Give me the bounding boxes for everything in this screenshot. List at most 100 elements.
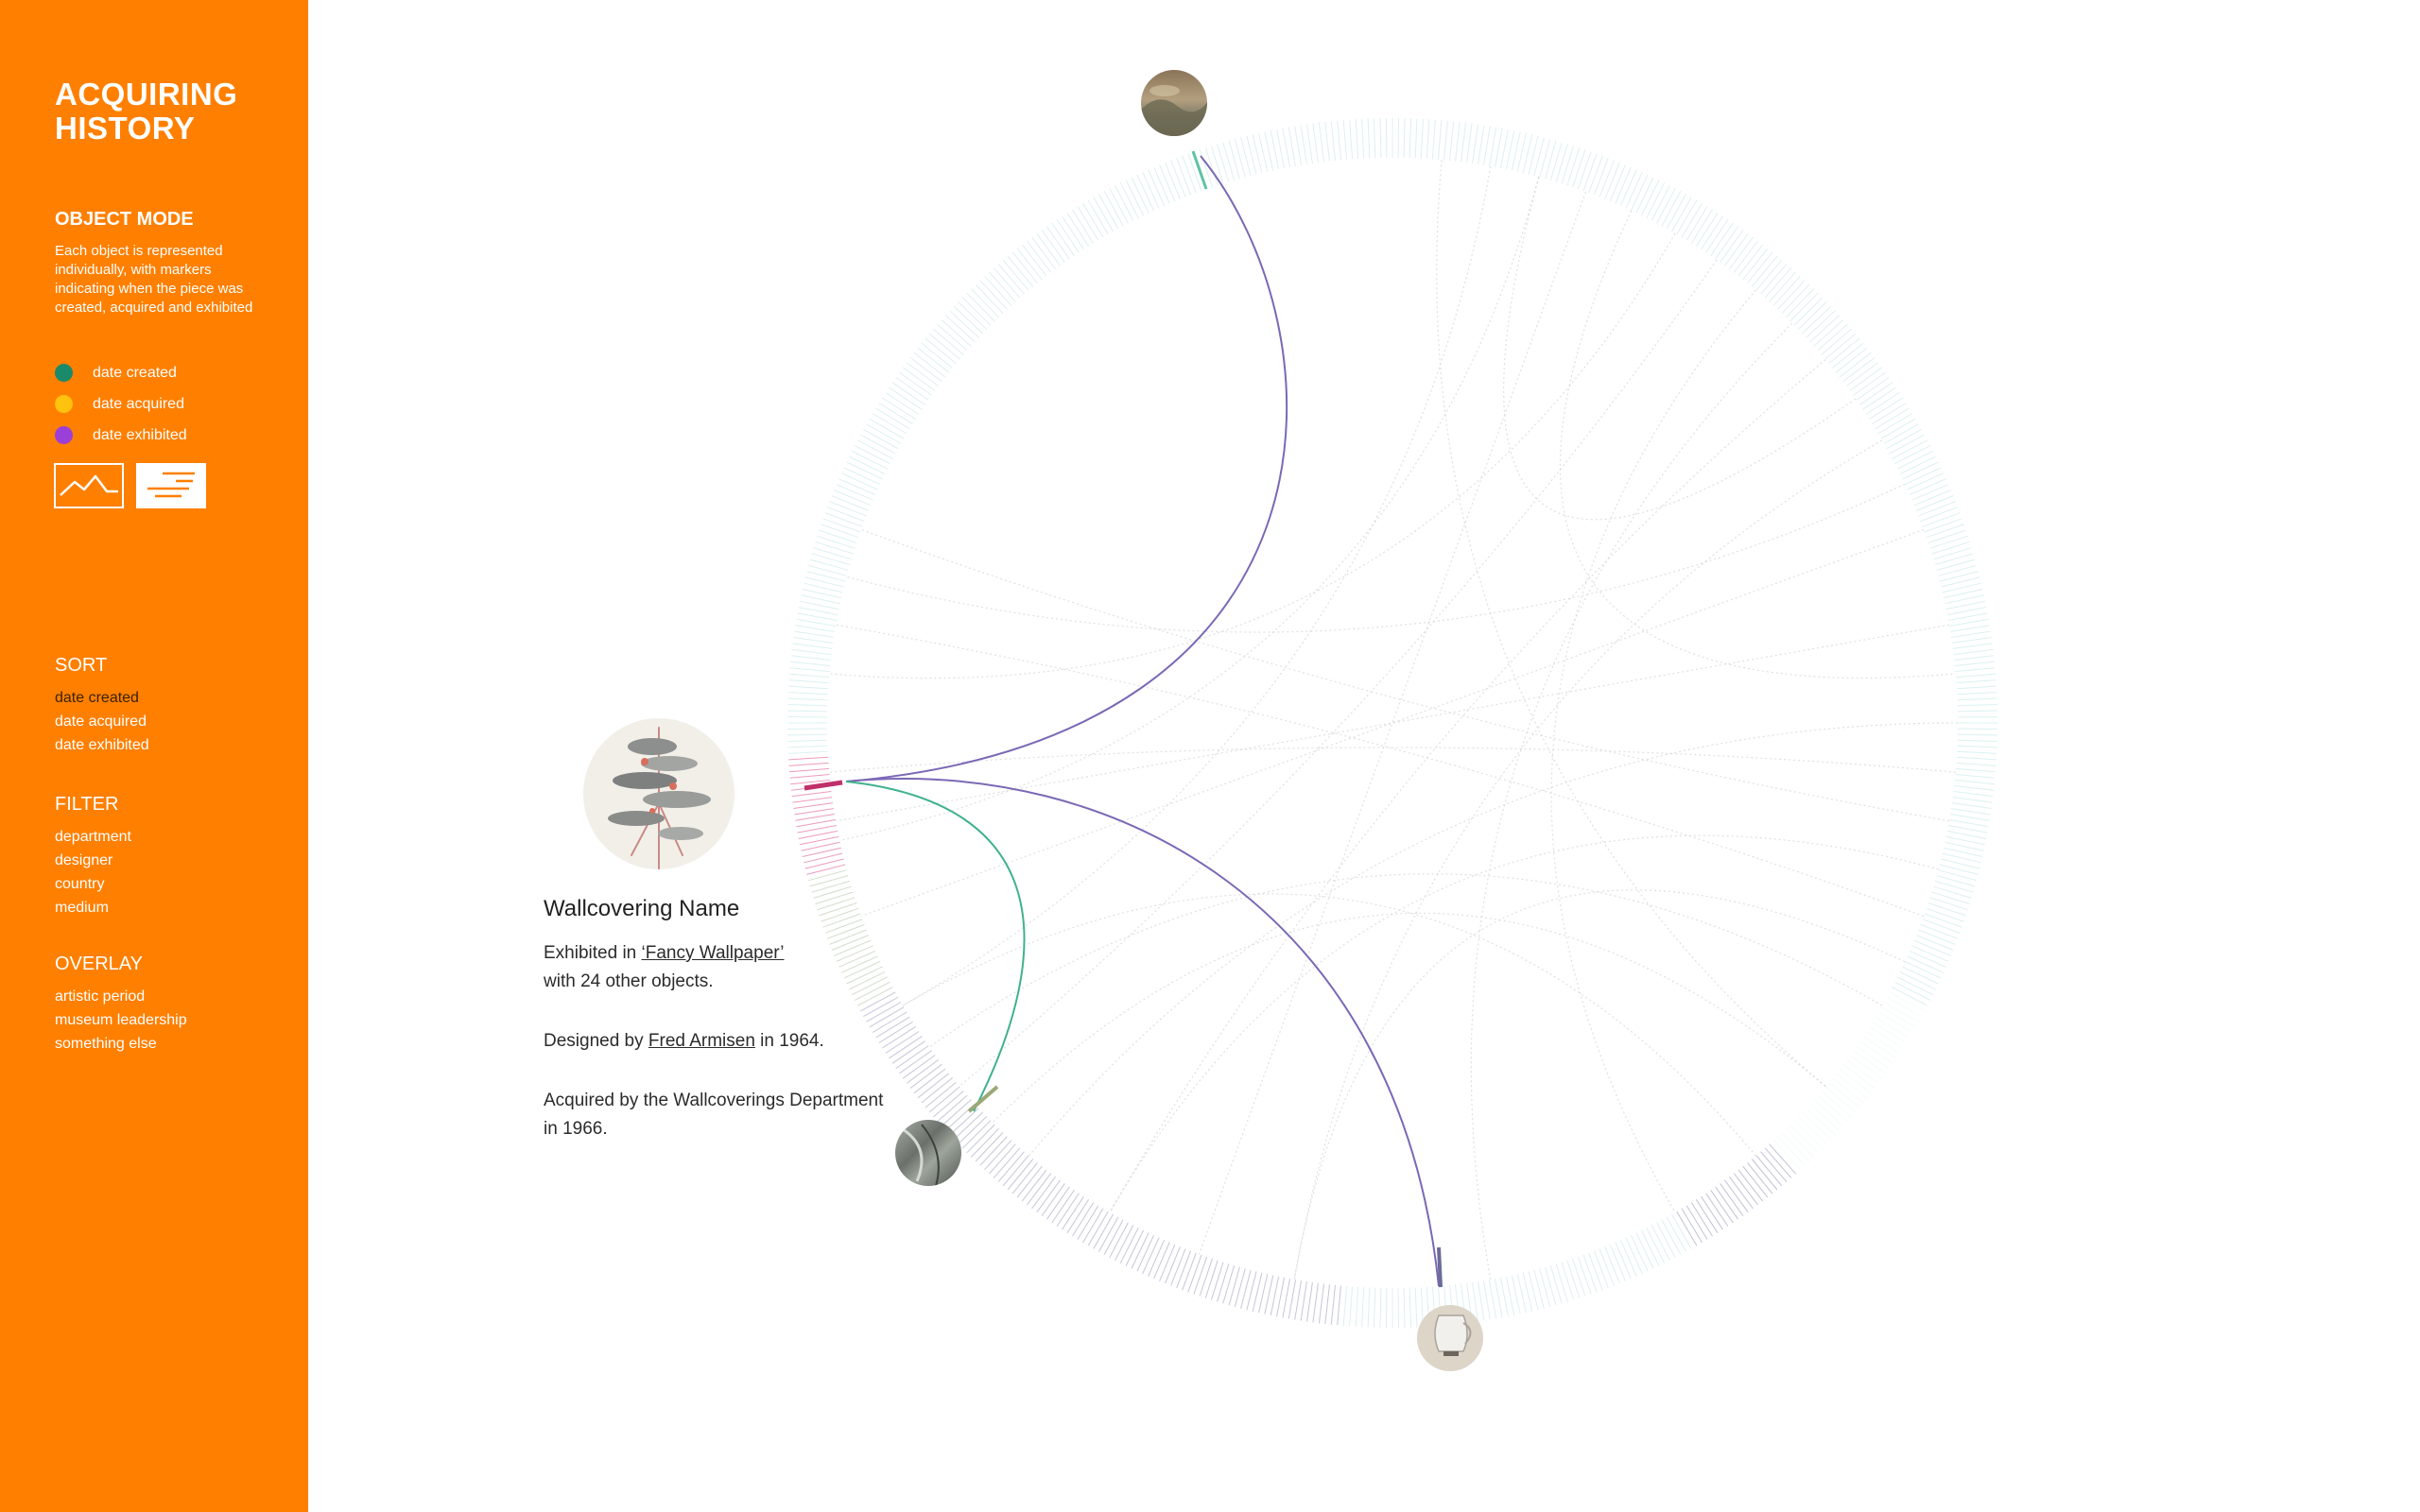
filter-option-country[interactable]: country [55,876,105,892]
object-tick [1240,1269,1252,1309]
background-connection [902,165,1492,1006]
object-tick [909,1063,942,1089]
object-tick [1894,981,1931,1001]
object-tick [1367,118,1371,159]
background-connection [835,624,1925,918]
linked-object-mark-left[interactable] [967,1085,999,1113]
filter-option-department[interactable]: department [55,829,131,845]
object-tick [1777,280,1806,310]
object-tick [1379,1287,1382,1328]
exhibition-connection-bottom[interactable] [845,778,1440,1287]
marble-object-thumbnail[interactable] [895,1120,961,1186]
object-tick [899,1050,932,1074]
wallcovering-tree-thumbnail[interactable] [583,718,735,869]
object-tick [885,392,920,415]
object-tick [875,1016,910,1039]
object-tick [1904,960,1942,979]
object-tick [1170,1248,1186,1286]
object-tick [1588,1252,1603,1291]
object-tick [928,1086,960,1113]
selected-object-mark[interactable] [804,780,843,791]
object-tick [1661,191,1682,227]
object-tick [854,981,890,1001]
object-tick [1619,1239,1637,1277]
object-tick [1922,919,1961,934]
object-tick [860,434,896,455]
object-tick [1355,1286,1359,1327]
date-created-dot-icon [55,364,73,382]
object-tick [1666,1216,1687,1252]
object-tick [1880,1006,1916,1028]
overlay-option-something-else[interactable]: something else [55,1036,157,1052]
object-tick [1572,149,1586,188]
object-tick [941,319,972,347]
object-tick [1072,1202,1095,1237]
object-tick [809,875,849,887]
object-tick [1495,1279,1503,1318]
object-tick [1142,1237,1160,1275]
object-tick [1944,847,1983,857]
object-tick [1728,236,1754,270]
object-tick [1924,518,1962,533]
object-tick [1892,439,1928,459]
exhibition-link[interactable]: ‘Fancy Wallpaper’ [641,943,785,963]
object-tick [1764,1147,1792,1178]
filter-option-medium[interactable]: medium [55,900,109,916]
object-tick [1951,802,1992,809]
object-tick [1934,553,1974,566]
silver-pitcher-thumbnail[interactable] [1417,1305,1483,1371]
object-tick [1199,1258,1213,1297]
object-tick [1062,1195,1084,1230]
object-tick [1955,667,1996,672]
object-tick [787,704,828,707]
object-tick [826,923,865,939]
object-tick [1957,739,1997,742]
object-tick [949,310,979,338]
designer-link[interactable]: Fred Armisen [648,1031,755,1051]
object-tick [1931,541,1970,555]
overlay-option-museum-leadership[interactable]: museum leadership [55,1012,187,1028]
object-tick [933,328,964,355]
overlay-option-artistic-period[interactable]: artistic period [55,988,146,1005]
object-tick [1276,1277,1286,1317]
object-tick [1437,120,1443,161]
object-tick [1933,547,1972,560]
object-tick [1604,162,1620,199]
object-tick [1877,1011,1913,1033]
object-tick [1528,1271,1539,1311]
sort-option-date-exhibited[interactable]: date exhibited [55,737,149,753]
object-tick [1685,1205,1708,1240]
sort-option-date-created[interactable]: date created [55,690,139,706]
object-tick [1615,1242,1632,1280]
object-tick [1204,147,1219,186]
linked-object-mark-top[interactable] [1191,150,1208,190]
sort-option-date-acquired[interactable]: date acquired [55,713,147,730]
object-tick [815,891,854,905]
filter-option-designer[interactable]: designer [55,852,113,868]
object-tick [1495,128,1503,167]
object-tick [1920,507,1959,523]
chart-view-button[interactable] [54,463,124,508]
object-tick [1234,1268,1246,1308]
landscape-painting-thumbnail[interactable] [1139,70,1210,142]
object-tick [1877,413,1913,435]
design-connection[interactable] [845,781,1026,1112]
object-tick [790,655,831,661]
exhibition-connection-top[interactable] [845,155,1288,782]
object-tick [822,913,861,928]
linked-object-mark-bottom[interactable] [1437,1246,1443,1288]
object-tick [1409,1287,1411,1328]
object-ring-visualization [583,70,1998,1371]
object-tick [993,267,1021,299]
object-tick [1252,134,1263,174]
object-tick [787,739,828,742]
list-view-button[interactable] [136,463,206,508]
object-tick [882,397,916,421]
object-tick [822,518,861,533]
object-tick [1856,376,1890,401]
sidebar: ACQUIRING HISTORY OBJECT MODE Each objec… [0,0,308,1512]
object-tick [1549,142,1563,181]
object-tick [1056,219,1080,253]
object-tick [819,902,857,917]
object-tick [1710,1190,1734,1224]
